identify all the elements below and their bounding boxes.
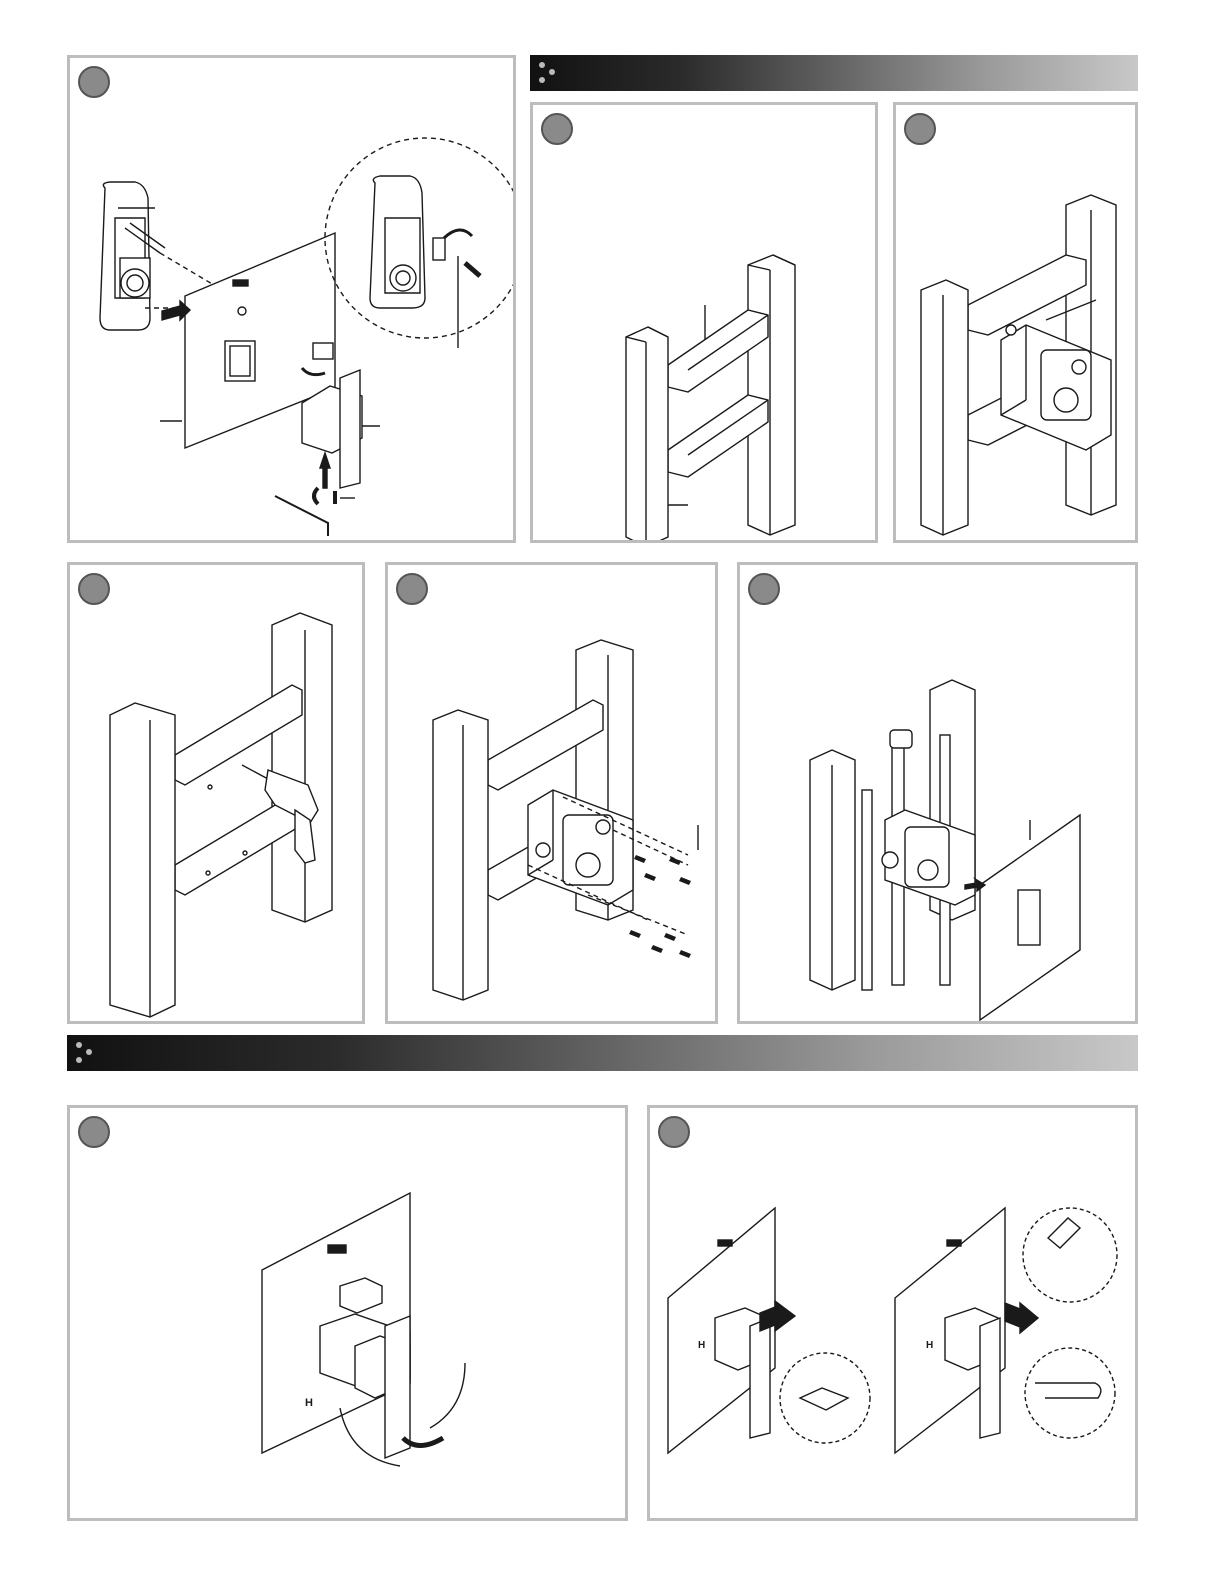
rotate-arrow-icon [314,488,318,504]
screw-mounting-illustration [388,565,718,1024]
handle-removal-illustration [70,58,516,543]
drilling-illustration [70,565,365,1024]
three-dots-icon [536,60,560,86]
temperature-control-illustration: H [70,1108,628,1521]
wooden-stud-icon [626,327,668,543]
section-banner-operation [67,1035,1138,1071]
panel-7-temperature: H [67,1105,628,1521]
push-arrow-icon [1005,1303,1038,1333]
wooden-stud-icon [748,255,795,535]
panel-2-stud-frame [530,102,878,543]
push-arrow-icon [320,453,330,488]
valve-frame-illustration [896,105,1138,543]
tub-spout-icon [1035,1383,1101,1398]
three-dots-icon [73,1040,97,1066]
panel-6-piping [737,562,1138,1024]
wall-plate-icon [980,815,1080,1020]
wooden-stud-icon [272,613,332,922]
hot-mark-label: H [698,1340,705,1351]
hot-mark-label: H [926,1340,933,1351]
screw-icon [629,855,691,958]
diverter-illustration: H H [650,1108,1138,1521]
panel-3-valve-in-frame [893,102,1138,543]
stud-frame-illustration [533,105,878,543]
wooden-stud-icon [433,710,488,1000]
section-banner-rough-in [530,55,1138,91]
wooden-stud-icon [921,280,968,535]
panel-5-screw-mounting [385,562,718,1024]
hot-mark-label: H [305,1397,313,1409]
panel-8-diverter: H H [647,1105,1138,1521]
wooden-stud-icon [110,703,175,1017]
panel-4-drilling [67,562,365,1024]
piping-illustration [740,565,1138,1024]
panel-1-handle-removal [67,55,516,543]
allen-key-icon [275,496,328,536]
